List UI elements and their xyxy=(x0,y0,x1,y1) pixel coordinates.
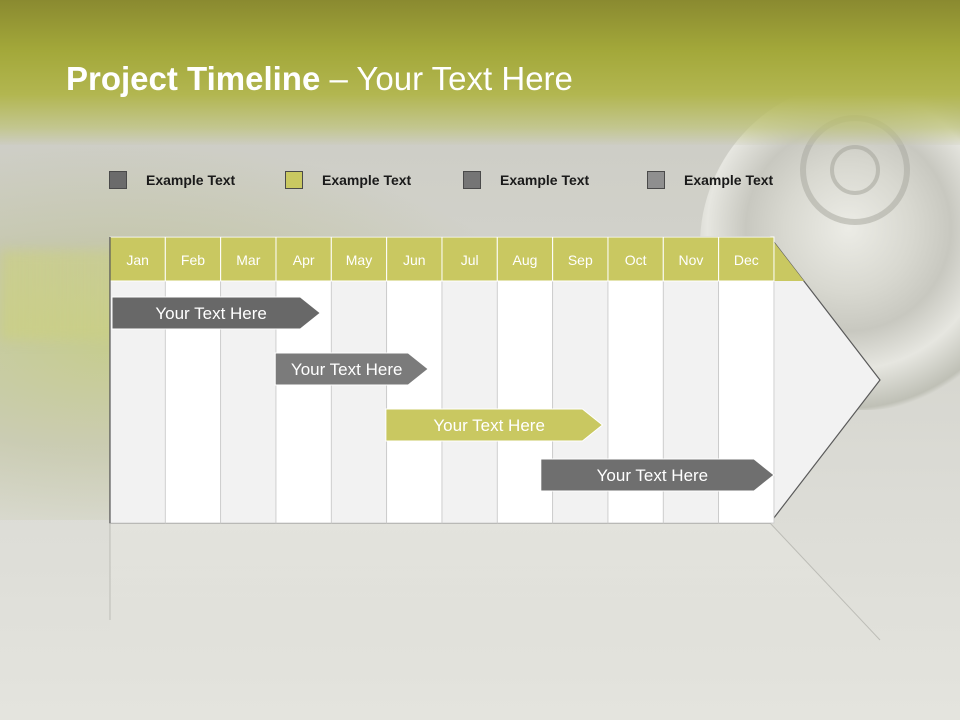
month-label: Mar xyxy=(236,252,260,268)
month-header-mar xyxy=(220,236,277,282)
legend-swatch-2 xyxy=(285,171,303,189)
month-label: Sep xyxy=(568,252,593,268)
legend-label-3: Example Text xyxy=(500,172,590,188)
month-header-jun xyxy=(386,236,443,282)
title-rest: – Your Text Here xyxy=(320,60,573,97)
month-header-dec xyxy=(718,236,775,282)
timeline-reflection xyxy=(110,523,880,640)
legend-label-2: Example Text xyxy=(322,172,412,188)
task-bar-2 xyxy=(274,352,429,386)
month-label: Jun xyxy=(403,252,426,268)
month-label: May xyxy=(346,252,372,268)
legend-swatch-3 xyxy=(463,171,481,189)
task-bar-3 xyxy=(385,408,604,442)
month-column-may xyxy=(330,280,388,524)
task-label-2: Your Text Here xyxy=(291,360,403,379)
legend-swatch-1 xyxy=(109,171,127,189)
month-header-sep xyxy=(552,236,609,282)
title-bold: Project Timeline xyxy=(66,60,321,97)
arrow-band-tip xyxy=(770,237,804,281)
month-label: Jan xyxy=(126,252,149,268)
month-label: Jul xyxy=(461,252,479,268)
legend-label-4: Example Text xyxy=(684,172,774,188)
month-label: Nov xyxy=(679,252,704,268)
task-label-1: Your Text Here xyxy=(155,304,267,323)
month-header-jul xyxy=(441,236,498,282)
month-header-may xyxy=(330,236,388,282)
month-label: Aug xyxy=(513,252,538,268)
month-label: Dec xyxy=(734,252,759,268)
month-column-jun xyxy=(386,280,443,524)
task-bar-1 xyxy=(111,296,322,330)
legend-label-1: Example Text xyxy=(146,172,236,188)
month-columns: Jan Feb Mar Apr May Jun Jul Aug Sep Oct Nov Dec xyxy=(109,236,775,524)
month-header-aug xyxy=(496,236,554,282)
month-label: Oct xyxy=(625,252,647,268)
title-band xyxy=(0,0,960,145)
reflection-edge-right xyxy=(769,522,881,641)
task-bar-4 xyxy=(540,458,775,492)
month-column-jul xyxy=(441,280,498,524)
task-label-4: Your Text Here xyxy=(597,466,709,485)
month-label: Feb xyxy=(181,252,205,268)
month-label: Apr xyxy=(293,252,315,268)
legend-swatch-4 xyxy=(647,171,665,189)
task-label-3: Your Text Here xyxy=(433,416,545,435)
slide-title: Project Timeline – Your Text Here xyxy=(66,60,573,98)
month-header-feb xyxy=(164,236,222,282)
wheel-hub-center xyxy=(830,145,880,195)
month-header-jan xyxy=(109,236,166,282)
